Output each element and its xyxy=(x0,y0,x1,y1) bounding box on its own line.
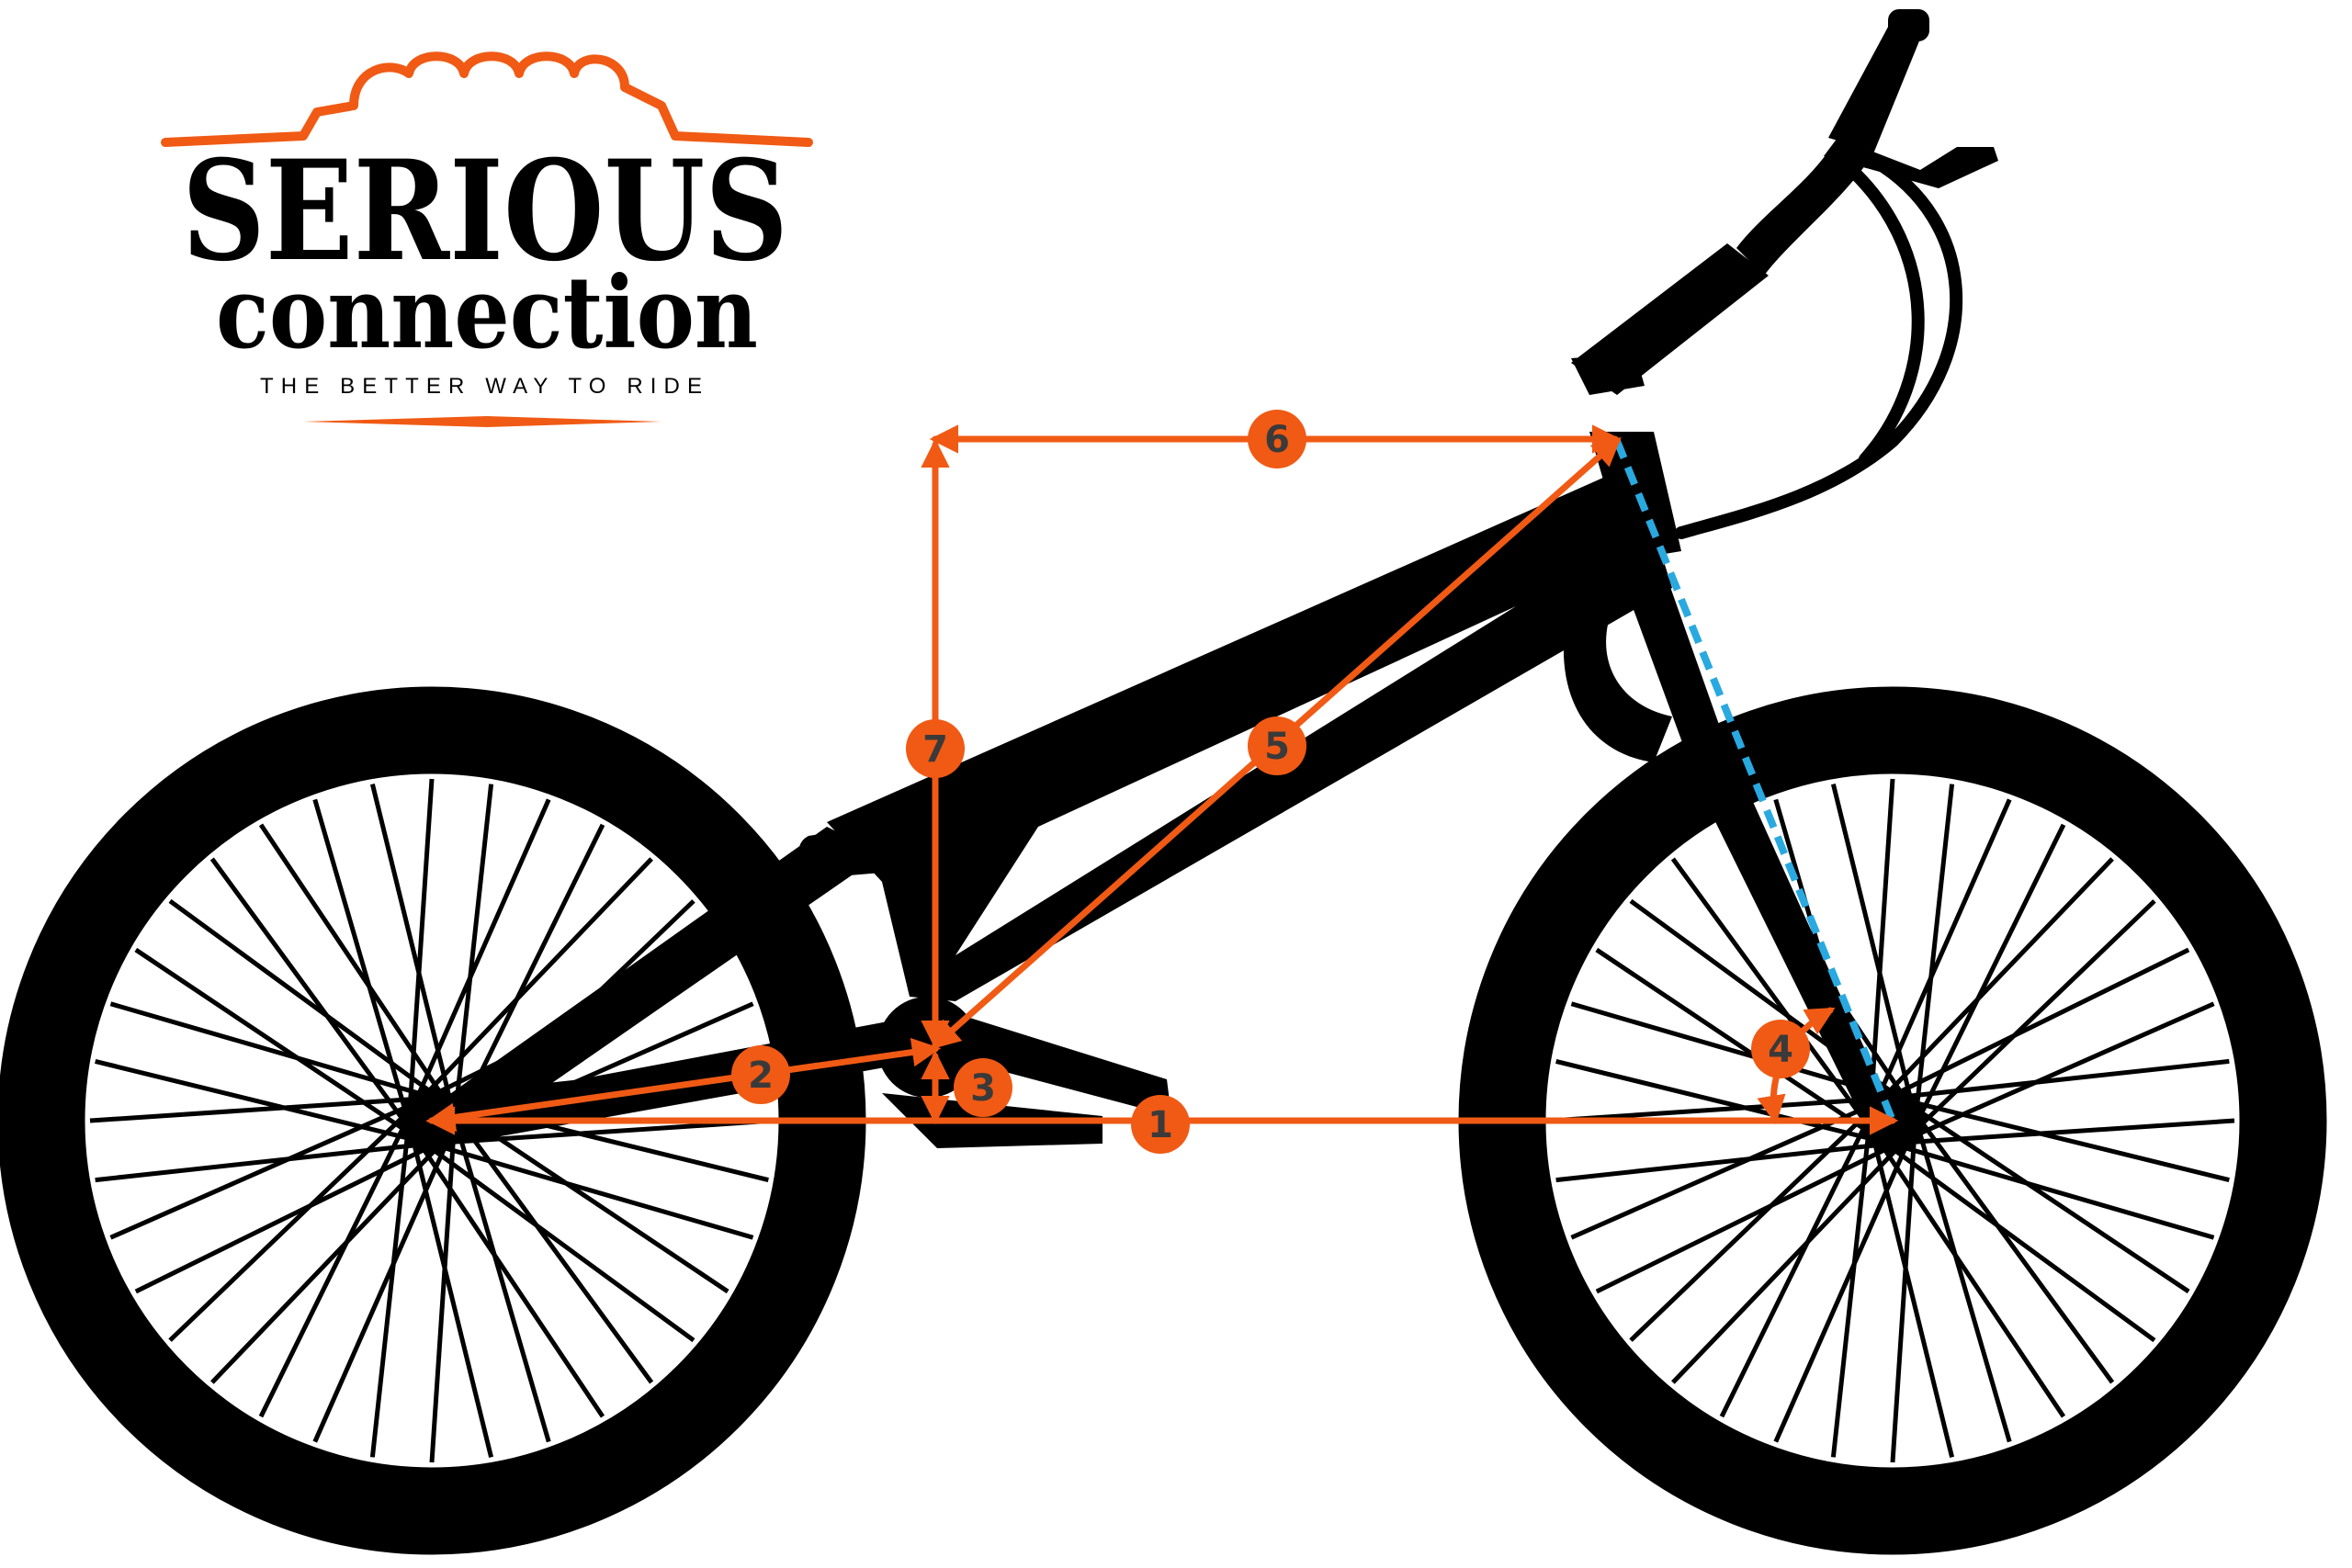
wheel-spoke xyxy=(1595,1145,1890,1294)
marker-6: 6 xyxy=(1248,410,1306,468)
svg-text:4: 4 xyxy=(1768,1029,1793,1071)
brand-subtitle: connection xyxy=(216,255,758,371)
wheel-spoke xyxy=(1773,1143,1909,1443)
wheel-spoke xyxy=(1895,947,2190,1096)
wheel-spoke xyxy=(1876,798,2012,1099)
brake-cables xyxy=(1675,154,1963,539)
wheel-spoke xyxy=(1915,1001,2215,1137)
brand-title: SERIOUS xyxy=(182,130,788,292)
measure-line-2 xyxy=(425,1037,942,1133)
gear-crown-icon xyxy=(161,51,813,147)
svg-text:6: 6 xyxy=(1264,419,1290,461)
svg-text:7: 7 xyxy=(922,728,948,771)
wheel-spoke xyxy=(1671,1145,1900,1384)
marker-7: 7 xyxy=(906,719,965,778)
wheel-spoke xyxy=(134,1145,429,1294)
wheel-spoke xyxy=(457,1118,654,1384)
wheel-spoke xyxy=(1890,1137,1917,1463)
svg-text:5: 5 xyxy=(1264,726,1290,768)
marker-3: 3 xyxy=(954,1058,1012,1117)
brand-tagline: THE BETTER WAY TO RIDE xyxy=(260,374,710,399)
wheel-spoke xyxy=(312,798,408,1113)
wheel-spoke xyxy=(210,1145,439,1384)
wheel-spoke xyxy=(209,857,407,1123)
marker-2: 2 xyxy=(731,1045,790,1104)
wheel-spoke xyxy=(456,1128,551,1443)
wheel-spoke xyxy=(456,1108,729,1294)
wheel-spoke xyxy=(408,778,435,1104)
wheel-spoke xyxy=(1917,1118,2115,1384)
wheel-spoke xyxy=(134,947,408,1134)
marker-5: 5 xyxy=(1248,716,1306,775)
geometry-overlay: 1 2 3 4 5 6 7 xyxy=(425,410,1899,1154)
wheel-spoke xyxy=(95,1142,419,1183)
seat-post-area xyxy=(798,827,882,877)
wheel-spoke xyxy=(1885,857,2114,1096)
svg-text:2: 2 xyxy=(748,1055,774,1097)
svg-text:3: 3 xyxy=(970,1067,996,1110)
wheel-spoke xyxy=(1555,1142,1880,1183)
wheel-spoke xyxy=(1905,1058,2230,1100)
svg-text:1: 1 xyxy=(1148,1104,1173,1146)
wheel-spoke xyxy=(429,1137,456,1463)
wheel-spoke xyxy=(1869,778,1895,1104)
marker-1: 1 xyxy=(1131,1095,1190,1154)
steering-axis-line xyxy=(1613,439,1896,1122)
marker-4: 4 xyxy=(1751,1020,1810,1078)
wheel-spoke xyxy=(1917,1128,2012,1443)
wheel-spoke xyxy=(1917,1108,2190,1294)
wheel-spoke xyxy=(95,1058,413,1142)
brand-underline xyxy=(303,416,662,427)
wheel-spoke xyxy=(312,1143,448,1443)
brand-logo: SERIOUS connection THE BETTER WAY TO RID… xyxy=(161,51,813,427)
